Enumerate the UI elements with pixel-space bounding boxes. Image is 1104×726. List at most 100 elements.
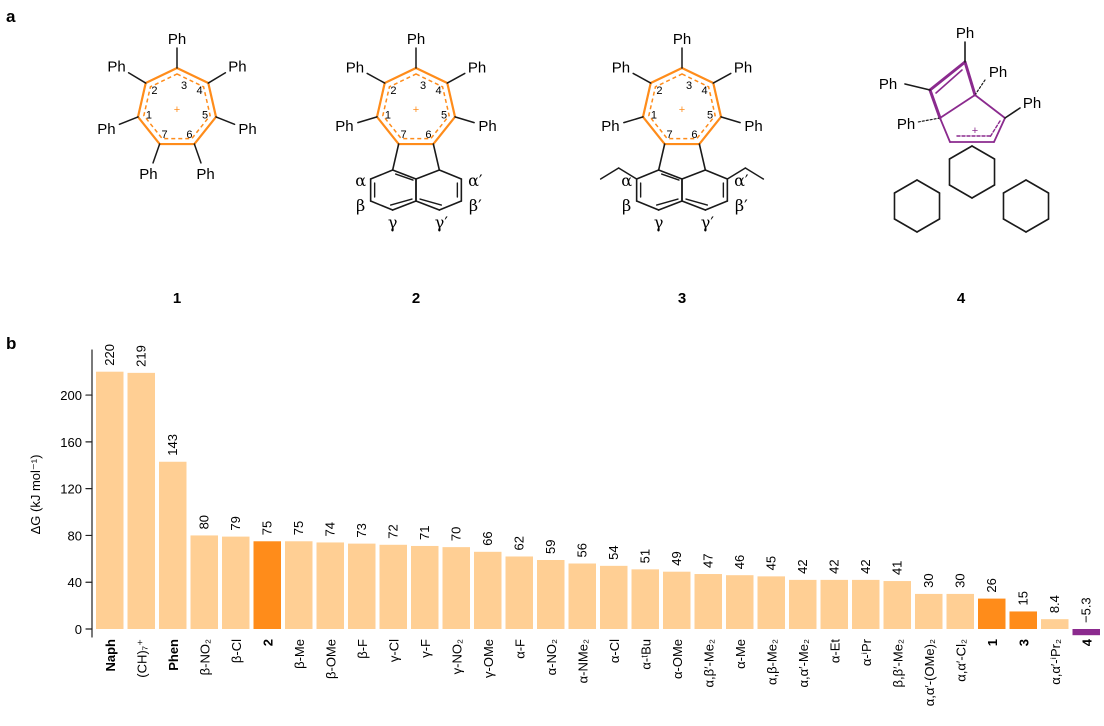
value-label: 51 [637,549,652,563]
double-bond [655,198,679,206]
phenyl-label: Ph [97,121,115,138]
bar [537,559,565,629]
bar [222,536,250,629]
value-label: 79 [228,516,243,530]
category-label: α-OMe [670,639,685,679]
naphthalene-bond [657,200,683,211]
bar [568,563,596,629]
category-label: γ-Cl [386,639,401,662]
naphthalene-bond [415,169,441,180]
naphthalene-bond [415,200,441,211]
phenyl-label: Ph [335,118,353,135]
value-label: −5.3 [1078,597,1093,623]
bar [694,574,722,629]
naphthalene-bond [438,200,463,211]
phenyl-label: Ph [468,60,486,77]
bar [285,541,313,629]
value-label: 41 [889,561,904,575]
bar [631,569,659,629]
phenyl-bond [357,116,378,124]
delocalization [989,120,1001,138]
phenyl-bond [454,116,475,124]
value-label: 45 [763,556,778,570]
ring-outline [641,66,723,146]
category-label: 4 [1079,638,1094,646]
category-label: α-Me [733,639,748,669]
bar [663,571,691,629]
phenyl-label: Ph [478,118,496,135]
phenyl-label: Ph [612,60,630,77]
ring-fusion-bond [432,143,441,171]
value-label: 74 [322,522,337,536]
phenyl-label: Ph [139,166,157,183]
category-label: 1 [985,639,1000,646]
category-label: α,β′-Me₂ [701,639,716,687]
position-number: 4 [196,85,202,97]
phenyl-label: Ph [107,59,125,76]
central-ring-bond [971,184,996,199]
value-label: 75 [259,521,274,535]
panel-b-label: b [6,334,16,353]
panel-a-label: a [6,7,16,26]
phenyl-hash-bond [917,117,941,123]
position-number: 7 [161,129,167,141]
bar [1009,611,1037,629]
phenyl-label: Ph [956,25,974,42]
category-label: β-NO₂ [197,639,212,675]
phenyl-hash-bond [974,79,986,96]
phenyl-bond [1004,107,1021,119]
naphthalene-bond [369,169,394,180]
category-label: α-Et [827,639,842,664]
left-benzo-bond [893,179,918,194]
bar [253,541,281,629]
phenyl-bond [118,116,139,126]
bar [505,556,533,629]
phenyl-label: Ph [228,59,246,76]
cyclobutene-bond [939,94,976,119]
category-label: β-OMe [323,639,338,679]
position-number: 1 [146,109,152,121]
value-label: 26 [984,578,999,592]
phenyl-label: Ph [879,76,897,93]
naphthalene-bond [438,169,463,180]
right-benzo-bond [1002,179,1027,194]
value-label: 42 [826,559,841,573]
double-bond [935,69,963,94]
phenyl-label: Ph [407,31,425,48]
phenyl-bond [712,72,732,84]
positive-charge: + [413,104,419,116]
bar [474,551,502,629]
bar [789,579,817,629]
value-label: 42 [795,559,810,573]
central-ring-bond [948,184,973,199]
position-number: 3 [181,80,187,92]
phenyl-bond [207,72,227,84]
position-number: 1 [651,109,657,121]
category-label: α-F [512,639,527,659]
bar [946,593,974,629]
alpha-prime-label: α′ [734,171,749,190]
position-number: 6 [691,129,697,141]
right-benzo-bond [1025,179,1050,194]
phenyl-label: Ph [168,31,186,48]
phenyl-label: Ph [601,118,619,135]
naphthalene-bond [635,200,660,211]
bar [442,547,470,629]
compound-label-3: 3 [678,290,686,307]
bar [127,372,155,629]
value-label: 15 [1015,591,1030,605]
value-label: 30 [921,573,936,587]
position-number: 2 [151,85,157,97]
gamma-label: γ [654,213,664,232]
ethyl-bond [744,167,765,180]
value-label: 80 [196,515,211,529]
value-label: 46 [732,555,747,569]
compound-label-2: 2 [412,290,420,307]
bar [316,542,344,629]
phenyl-bond [215,116,236,126]
bar [600,565,628,629]
value-label: 220 [102,344,117,366]
compound-label-1: 1 [173,290,181,307]
